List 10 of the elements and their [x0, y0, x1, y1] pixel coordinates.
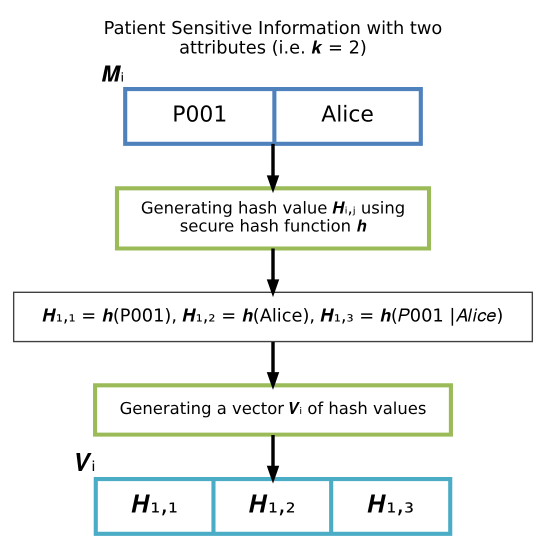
arrow	[266, 434, 280, 484]
node-box: Generating hash value 𝑯ᵢ,ⱼ using secure hash function 𝒉	[114, 186, 432, 250]
diagram-title: Patient Sensitive Information with two attributes (i.e. 𝒌 = 2)	[104, 18, 442, 58]
node-label: 𝑽ᵢ	[75, 447, 96, 476]
arrow	[266, 248, 280, 297]
node-box: Generating a vector 𝑽ᵢ of hash values	[93, 382, 453, 436]
node-label: 𝑴ᵢ	[101, 62, 124, 87]
arrow	[266, 342, 280, 390]
node-box: 𝑯₁,₁ = 𝒉(P001), 𝑯₁,₂ = 𝒉(Alice), 𝑯₁,₃ = 𝒉(𝑃001 |𝐴𝑙𝑖𝑐𝑒)	[12, 291, 534, 342]
arrow	[266, 143, 280, 193]
